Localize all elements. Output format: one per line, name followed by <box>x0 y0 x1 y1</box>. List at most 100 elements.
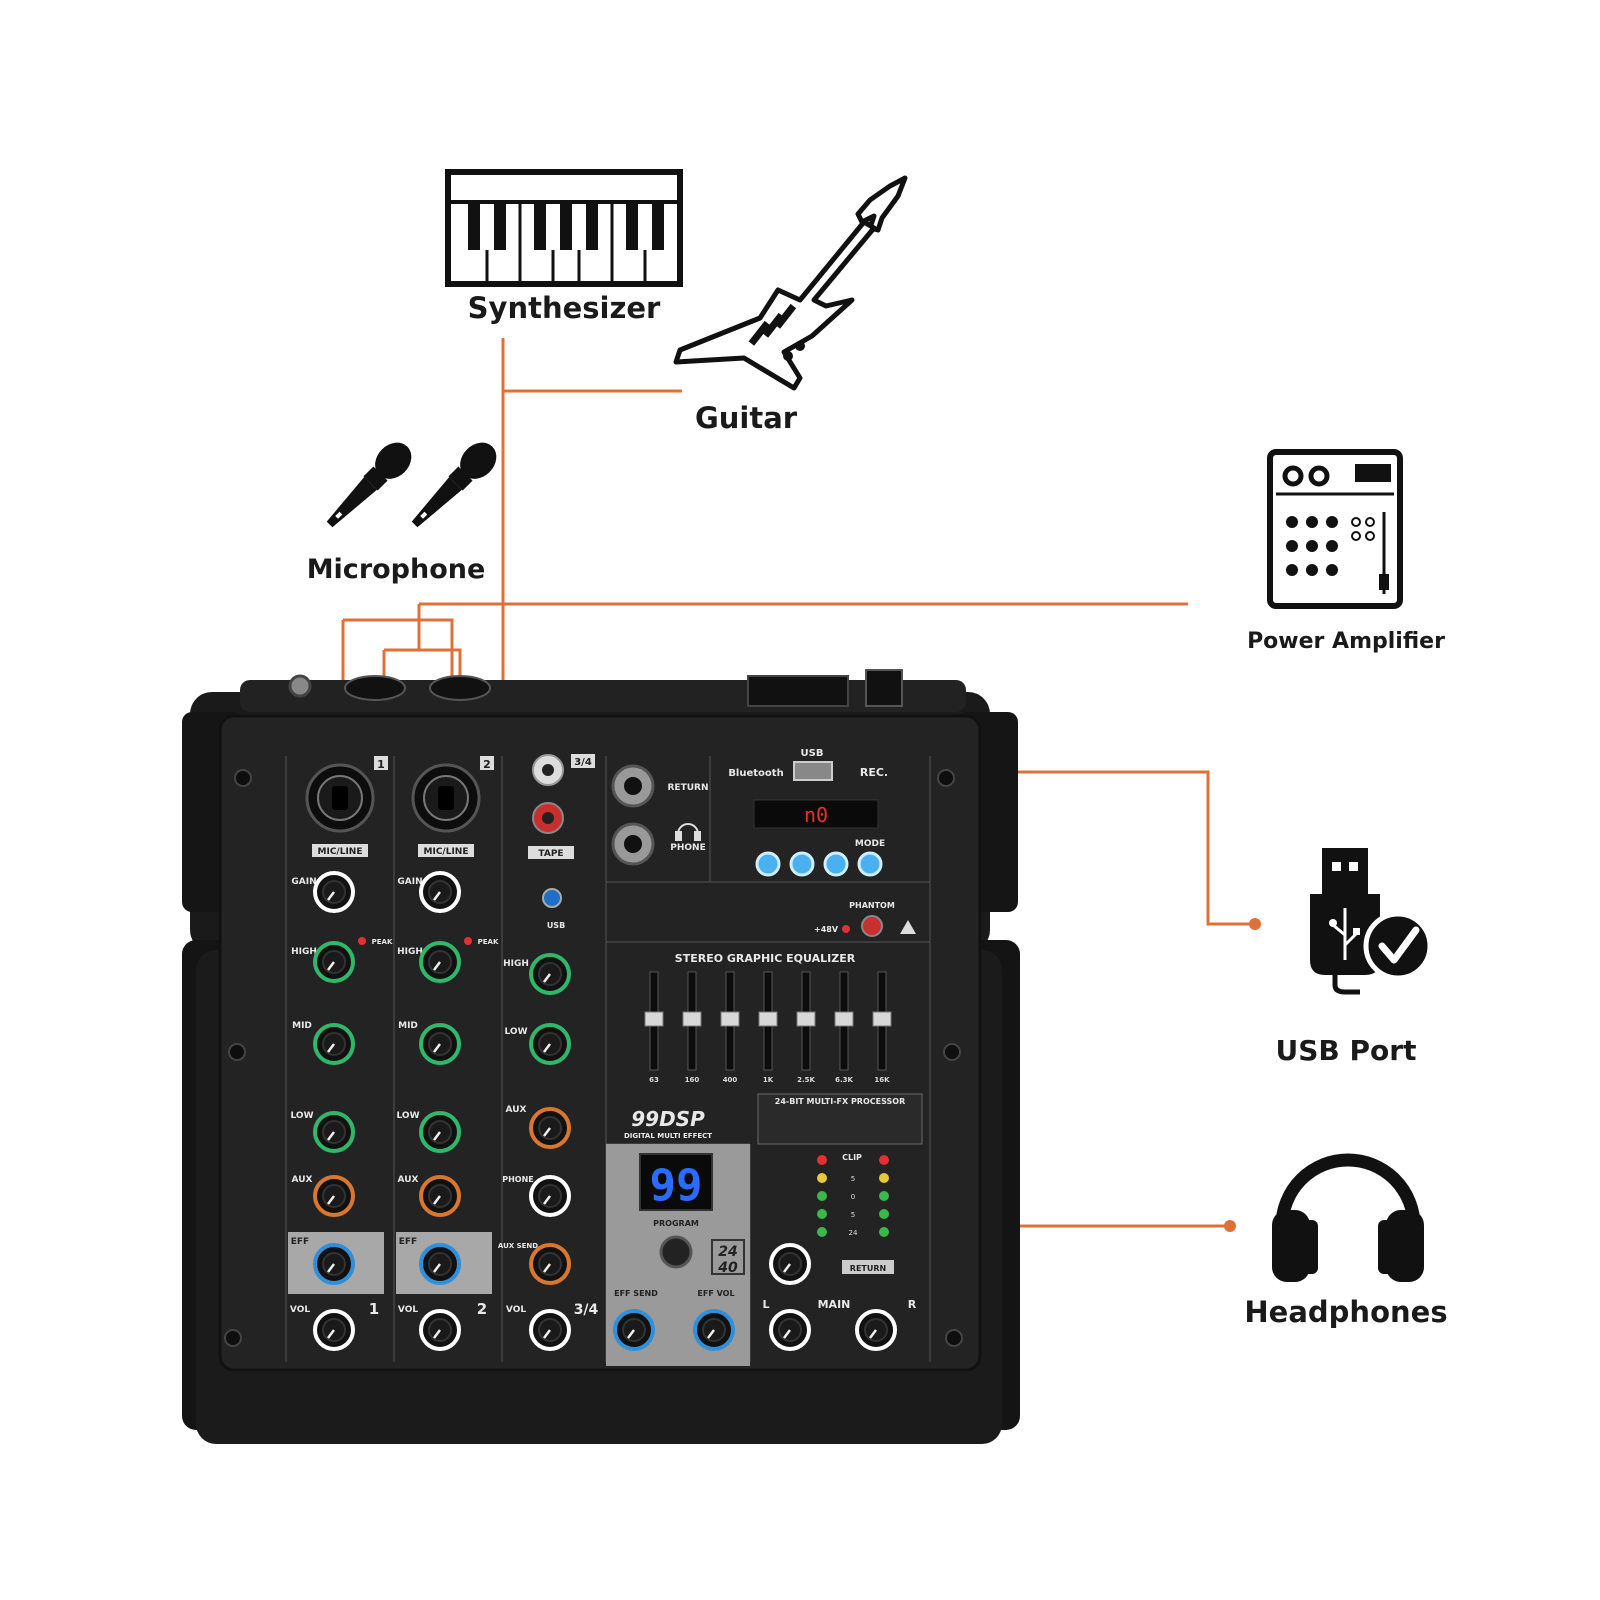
phone-label-34: PHONE <box>502 1175 534 1184</box>
eq-band-label: 400 <box>723 1076 738 1084</box>
meter-led-l <box>817 1173 827 1183</box>
xlr-input-1[interactable] <box>305 763 375 833</box>
aux-send-knob[interactable] <box>529 1243 571 1285</box>
low-label-2: LOW <box>397 1111 420 1121</box>
vol-knob-2[interactable] <box>419 1309 461 1351</box>
mid-knob-1[interactable] <box>313 1023 355 1065</box>
clip-label: CLIP <box>842 1153 862 1162</box>
rear-xlr-ports <box>288 674 491 701</box>
high-label-1: HIGH <box>291 947 317 957</box>
headphone-line-end <box>1224 1220 1236 1232</box>
vol-knob-34[interactable] <box>529 1309 571 1351</box>
eff-knob-2[interactable] <box>419 1243 461 1285</box>
peak-label-1: PEAK <box>372 938 393 946</box>
eq-fader-400[interactable] <box>720 971 740 1071</box>
channel-2-big: 2 <box>477 1300 487 1318</box>
meter-led-l <box>817 1227 827 1237</box>
meter-led-r <box>879 1209 889 1219</box>
next-button[interactable] <box>823 851 849 877</box>
eq-fader-2.5K[interactable] <box>796 971 816 1071</box>
dsp-sub-label: DIGITAL MULTI EFFECT <box>624 1132 712 1140</box>
return-jack[interactable] <box>611 764 655 808</box>
eq-fader-1K[interactable] <box>758 971 778 1071</box>
guitar-label: Guitar <box>695 401 798 435</box>
peak-led-1 <box>358 937 366 945</box>
peak-label-2: PEAK <box>478 938 499 946</box>
vol-knob-1[interactable] <box>313 1309 355 1351</box>
xlr-input-2[interactable] <box>411 763 481 833</box>
channel-34-big: 3/4 <box>574 1302 599 1318</box>
aux-knob-1[interactable] <box>313 1175 355 1217</box>
main-l-knob[interactable] <box>769 1309 811 1351</box>
aux-label-34: AUX <box>506 1105 527 1115</box>
program-label: PROGRAM <box>653 1219 699 1228</box>
mixer-knobs <box>313 871 897 1351</box>
eff-knob-1[interactable] <box>313 1243 355 1285</box>
main-label: MAIN <box>818 1298 851 1311</box>
usb-socket[interactable] <box>793 761 833 781</box>
meter-led-r <box>879 1227 889 1237</box>
low-label-34: LOW <box>505 1027 528 1037</box>
tape-rca-inputs[interactable] <box>532 754 564 834</box>
phone-knob-34[interactable] <box>529 1175 571 1217</box>
eff-send-knob[interactable] <box>613 1309 655 1351</box>
peak-led-2 <box>464 937 472 945</box>
eq-title: STEREO GRAPHIC EQUALIZER <box>675 952 856 965</box>
high-label-2: HIGH <box>397 947 423 957</box>
gain-knob-2[interactable] <box>419 871 461 913</box>
usb-port-label: USB Port <box>1276 1034 1417 1067</box>
meter-led-l <box>817 1191 827 1201</box>
low-knob-34[interactable] <box>529 1023 571 1065</box>
mid-knob-2[interactable] <box>419 1023 461 1065</box>
vol-label-1: VOL <box>290 1305 310 1315</box>
return-jack-label: RETURN <box>668 783 709 793</box>
eff-label-1: EFF <box>291 1237 309 1247</box>
main-r-knob[interactable] <box>855 1309 897 1351</box>
warning-icon <box>900 920 916 934</box>
channel-1-number: 1 <box>377 758 385 771</box>
low-knob-2[interactable] <box>419 1111 461 1153</box>
aux-knob-34[interactable] <box>529 1107 571 1149</box>
return-button[interactable] <box>842 1260 894 1274</box>
high-knob-2[interactable] <box>419 941 461 983</box>
return-knob[interactable] <box>769 1243 811 1285</box>
channel-2-number: 2 <box>483 758 491 771</box>
eff-vol-knob[interactable] <box>693 1309 735 1351</box>
phantom-label: PHANTOM <box>849 901 895 910</box>
eq-fader-63[interactable] <box>644 971 664 1071</box>
aux-knob-2[interactable] <box>419 1175 461 1217</box>
fx-title: 24-BIT MULTI-FX PROCESSOR <box>775 1097 905 1106</box>
phantom-button[interactable] <box>861 915 883 937</box>
high-knob-1[interactable] <box>313 941 355 983</box>
meter-led-r <box>879 1173 889 1183</box>
gain-label-1: GAIN <box>291 877 316 887</box>
dsp-label: 99DSP <box>631 1107 705 1131</box>
high-knob-34[interactable] <box>529 953 571 995</box>
previous-button[interactable] <box>789 851 815 877</box>
program-knob[interactable] <box>659 1235 693 1269</box>
eq-fader-16K[interactable] <box>872 971 892 1071</box>
bit-badge-bottom: 40 <box>717 1260 738 1276</box>
gain-knob-1[interactable] <box>313 871 355 913</box>
high-label-34: HIGH <box>503 959 529 969</box>
synthesizer-icon <box>445 169 683 287</box>
mic-line-label-2: MIC/LINE <box>424 847 469 857</box>
usb-34-select-button[interactable] <box>542 888 562 908</box>
eq-fader-160[interactable] <box>682 971 702 1071</box>
bit-badge-top: 24 <box>718 1244 737 1260</box>
mid-label-2: MID <box>398 1021 418 1031</box>
low-label-1: LOW <box>291 1111 314 1121</box>
rec-label: REC. <box>860 766 888 779</box>
phone-jack[interactable] <box>611 822 655 866</box>
aux-send-label: AUX SEND <box>498 1242 538 1250</box>
play-pause-button[interactable] <box>755 851 781 877</box>
eq-fader-6.3K[interactable] <box>834 971 854 1071</box>
usb-34-label: USB <box>547 921 565 930</box>
meter-led-r <box>879 1191 889 1201</box>
mode-button[interactable] <box>857 851 883 877</box>
low-knob-1[interactable] <box>313 1111 355 1153</box>
eq-band-label: 160 <box>685 1076 700 1084</box>
media-display <box>753 799 879 829</box>
